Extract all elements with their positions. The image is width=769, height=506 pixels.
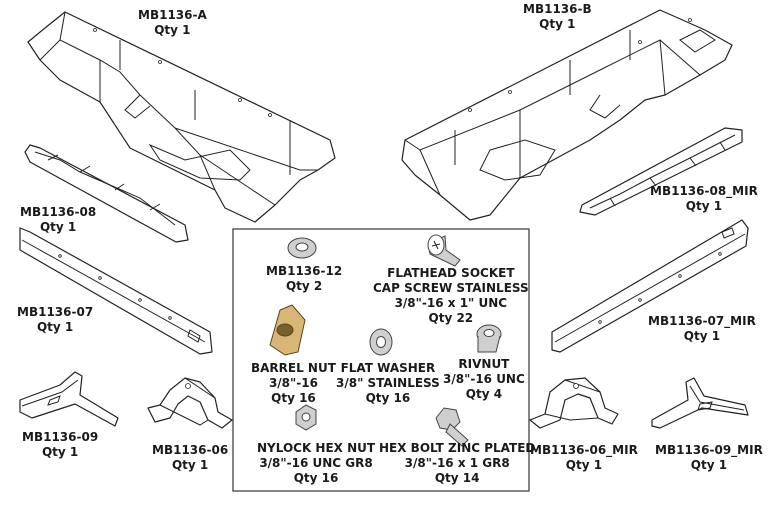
label-mb1136-09-mir: MB1136-09_MIR Qty 1 (655, 443, 763, 473)
part-qty: Qty 1 (36, 320, 74, 334)
label-mb1136-06-mir: MB1136-06_MIR Qty 1 (530, 443, 638, 473)
mb1136-07-mir-plate (551, 219, 749, 353)
part-name: MB1136-09 (22, 430, 99, 444)
mb1136-08-bracket (24, 144, 189, 243)
mb1136-12-part (287, 237, 317, 259)
part-name: MB1136-12 (266, 264, 343, 278)
part-name: MB1136-09_MIR (655, 443, 763, 457)
hardware-line: 3/8"-16 x 1 GR8 (404, 456, 510, 470)
mb1136-a-skid-plate (27, 11, 336, 223)
part-qty: Qty 16 (293, 471, 339, 485)
rivnut-part (476, 324, 502, 353)
hex-bolt-part (435, 407, 469, 447)
part-qty: Qty 1 (539, 17, 576, 31)
barrel-nut-part (269, 304, 306, 356)
hardware-line: 3/8" STAINLESS (336, 376, 440, 390)
mb1136-06-bracket (147, 377, 233, 429)
label-mb1136-07-mir: MB1136-07_MIR Qty 1 (648, 314, 756, 344)
label-flat-washer: FLAT WASHER 3/8" STAINLESS Qty 16 (336, 361, 440, 406)
part-name: MB1136-06 (152, 443, 229, 457)
part-name: MB1136-A (138, 8, 207, 22)
hardware-box (232, 228, 530, 492)
label-mb1136-08: MB1136-08 Qty 1 (20, 205, 96, 235)
part-qty: Qty 1 (690, 458, 728, 472)
part-qty: Qty 14 (434, 471, 480, 485)
label-rivnut: RIVNUT 3/8"-16 UNC Qty 4 (443, 357, 525, 402)
label-mb1136-06: MB1136-06 Qty 1 (152, 443, 228, 473)
part-qty: Qty 1 (171, 458, 209, 472)
part-name: MB1136-06_MIR (530, 443, 638, 457)
mb1136-b-skid-plate (401, 9, 733, 221)
mb1136-09-mir-bracket (651, 377, 749, 429)
part-qty: Qty 1 (154, 23, 191, 37)
label-barrel-nut: BARREL NUT 3/8"-16 Qty 16 (251, 361, 336, 406)
mb1136-09-bracket (19, 371, 119, 427)
label-mb1136-b: MB1136-B Qty 1 (523, 2, 592, 32)
label-mb1136-a: MB1136-A Qty 1 (138, 8, 207, 38)
hardware-line: FLATHEAD SOCKET (387, 266, 515, 280)
part-qty: Qty 4 (465, 387, 503, 401)
hardware-line: 3/8"-16 x 1" UNC (394, 296, 508, 310)
mb1136-07-plate (19, 227, 213, 355)
part-qty: Qty 1 (685, 199, 723, 213)
mb1136-06-mir-bracket (529, 377, 619, 429)
hardware-line: NYLOCK HEX NUT (257, 441, 376, 455)
nylock-nut-part (295, 404, 317, 431)
hardware-line: BARREL NUT (251, 361, 336, 375)
part-qty: Qty 1 (39, 220, 77, 234)
part-name: MB1136-07 (17, 305, 94, 319)
hardware-line: RIVNUT (458, 357, 510, 371)
part-qty: Qty 1 (41, 445, 79, 459)
label-flathead-screw: FLATHEAD SOCKET CAP SCREW STAINLESS 3/8"… (373, 266, 529, 326)
part-qty: Qty 1 (683, 329, 721, 343)
label-mb1136-12: MB1136-12 Qty 2 (266, 264, 342, 294)
hardware-line: CAP SCREW STAINLESS (373, 281, 529, 295)
hardware-line: 3/8"-16 (268, 376, 318, 390)
part-qty: Qty 1 (565, 458, 603, 472)
hardware-line: 3/8"-16 UNC (443, 372, 525, 386)
part-name: MB1136-08_MIR (650, 184, 758, 198)
label-hex-bolt: HEX BOLT ZINC PLATED 3/8"-16 x 1 GR8 Qty… (379, 441, 535, 486)
label-mb1136-08-mir: MB1136-08_MIR Qty 1 (650, 184, 758, 214)
hardware-line: 3/8"-16 UNC GR8 (259, 456, 373, 470)
flat-washer-part (369, 328, 393, 356)
part-qty: Qty 22 (428, 311, 474, 325)
part-qty: Qty 2 (285, 279, 323, 293)
label-mb1136-09: MB1136-09 Qty 1 (22, 430, 98, 460)
label-mb1136-07: MB1136-07 Qty 1 (17, 305, 93, 335)
part-name: MB1136-B (523, 2, 592, 16)
part-qty: Qty 16 (365, 391, 411, 405)
part-name: MB1136-08 (20, 205, 97, 219)
part-name: MB1136-07_MIR (648, 314, 756, 328)
part-qty: Qty 16 (271, 391, 316, 405)
hardware-line: HEX BOLT ZINC PLATED (379, 441, 536, 455)
hardware-line: FLAT WASHER (340, 361, 436, 375)
mb1136-08-mir-bracket (579, 127, 743, 216)
label-nylock-nut: NYLOCK HEX NUT 3/8"-16 UNC GR8 Qty 16 (257, 441, 375, 486)
flathead-screw-part (427, 234, 461, 267)
